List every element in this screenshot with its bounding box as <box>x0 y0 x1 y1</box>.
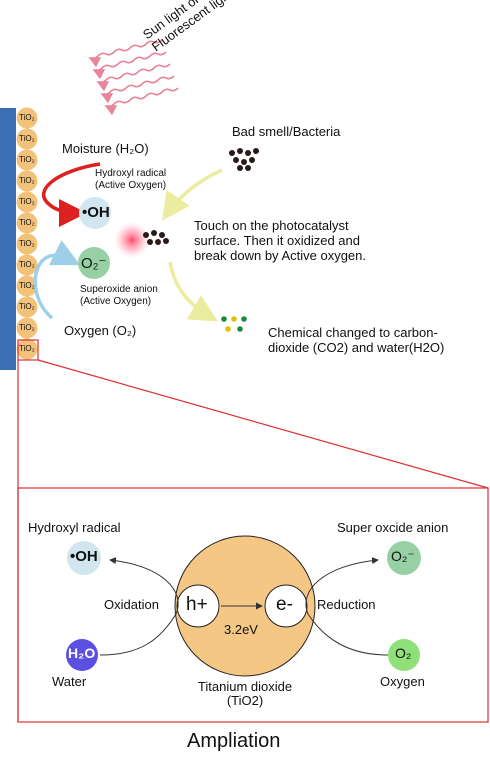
product-arrow <box>168 261 219 322</box>
touch-line1: Touch on the photocatalyst <box>194 218 349 233</box>
tio2-label: TiO₂ <box>19 323 35 332</box>
o2-bubble <box>388 639 420 671</box>
product-dots-icon <box>221 316 247 332</box>
tio2-label: TiO₂ <box>19 113 35 122</box>
tio2-label: TiO₂ <box>19 302 35 311</box>
o2-minus-bubble-top <box>78 247 110 279</box>
tio2-label: TiO₂ <box>19 155 35 164</box>
chemical-description: Chemical changed to carbon- dioxide (CO2… <box>268 325 444 355</box>
tio2-label: TiO₂ <box>19 197 35 206</box>
ampliation-caption: Ampliation <box>187 730 281 752</box>
oxygen-arrow <box>33 240 81 320</box>
zoom-source-box <box>17 339 39 361</box>
tio2-label: TiO₂ <box>19 260 35 269</box>
oxidation-label: Oxidation <box>104 597 159 612</box>
water-label: Water <box>52 674 87 689</box>
e-minus-bubble <box>264 584 308 628</box>
tio2-title: Titanium dioxide (TiO2) <box>190 680 300 708</box>
reduction-label: Reduction <box>317 597 376 612</box>
tio2-label: TiO₂ <box>19 134 35 143</box>
superoxide-label-line1: Superoxide anion <box>80 284 158 295</box>
tio2-title-line2: (TiO2) <box>226 693 264 708</box>
tio2-label: TiO₂ <box>19 281 35 290</box>
superoxide-title: Super oxcide anion <box>337 520 449 535</box>
oh-symbol-bottom: •OH <box>70 548 98 565</box>
o2-minus-symbol-bottom: O₂⁻ <box>391 548 415 564</box>
bacteria-icon <box>229 148 259 171</box>
bad-smell-label: Bad smell/Bacteria <box>232 124 341 139</box>
reduction-curve <box>305 557 389 656</box>
substrate-bar <box>0 108 16 370</box>
touch-line2: surface. Then it oxidized and <box>194 233 360 248</box>
superoxide-label: Superoxide anion (Active Oxygen) <box>80 284 158 308</box>
chemical-line1: Chemical changed to carbon- <box>268 325 438 340</box>
moisture-arrow <box>42 162 101 227</box>
oxidation-curve <box>99 557 179 656</box>
bacteria-on-surface-icon <box>143 230 169 245</box>
oxygen-label-bottom: Oxygen <box>380 674 425 689</box>
energy-label: 3.2eV <box>224 622 258 637</box>
oh-bubble-bottom <box>67 541 101 575</box>
hydroxyl-radical-label: Hydroxyl radical (Active Oxygen) <box>95 168 166 192</box>
moisture-label: Moisture (H₂O) <box>62 141 149 156</box>
o2-minus-symbol-top: O₂⁻ <box>81 255 107 272</box>
touch-line3: break down by Active oxygen. <box>194 248 366 263</box>
tio2-particle-column <box>16 107 38 360</box>
tio2-title-line1: Titanium dioxide <box>197 679 293 694</box>
hydroxyl-title: Hydroxyl radical <box>28 520 121 535</box>
oh-bubble-top <box>79 197 111 229</box>
reaction-burst <box>114 222 150 258</box>
hydroxyl-label-line1: Hydroxyl radical <box>95 168 167 179</box>
tio2-label: TiO₂ <box>19 176 35 185</box>
bacteria-arrow <box>161 168 223 221</box>
tio2-label: TiO₂ <box>19 239 35 248</box>
o2-minus-bubble-bottom <box>387 541 421 575</box>
h-plus-label: h+ <box>186 594 208 615</box>
zoom-frame <box>17 487 489 723</box>
h2o-symbol: H₂O <box>68 645 96 661</box>
light-rays <box>88 39 179 116</box>
h-plus-bubble <box>176 584 220 628</box>
oh-symbol-top: •OH <box>82 204 110 221</box>
touch-description: Touch on the photocatalyst surface. Then… <box>194 218 366 263</box>
e-minus-label: e- <box>276 594 293 615</box>
tio2-label: TiO₂ <box>19 218 35 227</box>
hydroxyl-label-line2: (Active Oxygen) <box>95 180 167 191</box>
chemical-line2: dioxide (CO2) and water(H2O) <box>268 340 445 355</box>
h2o-bubble <box>66 639 98 671</box>
superoxide-label-line2: (Active Oxygen) <box>80 296 152 307</box>
o2-symbol: O₂ <box>395 645 412 661</box>
oxygen-label-top: Oxygen (O₂) <box>64 323 137 338</box>
tio2-label: TiO₂ <box>19 344 35 353</box>
